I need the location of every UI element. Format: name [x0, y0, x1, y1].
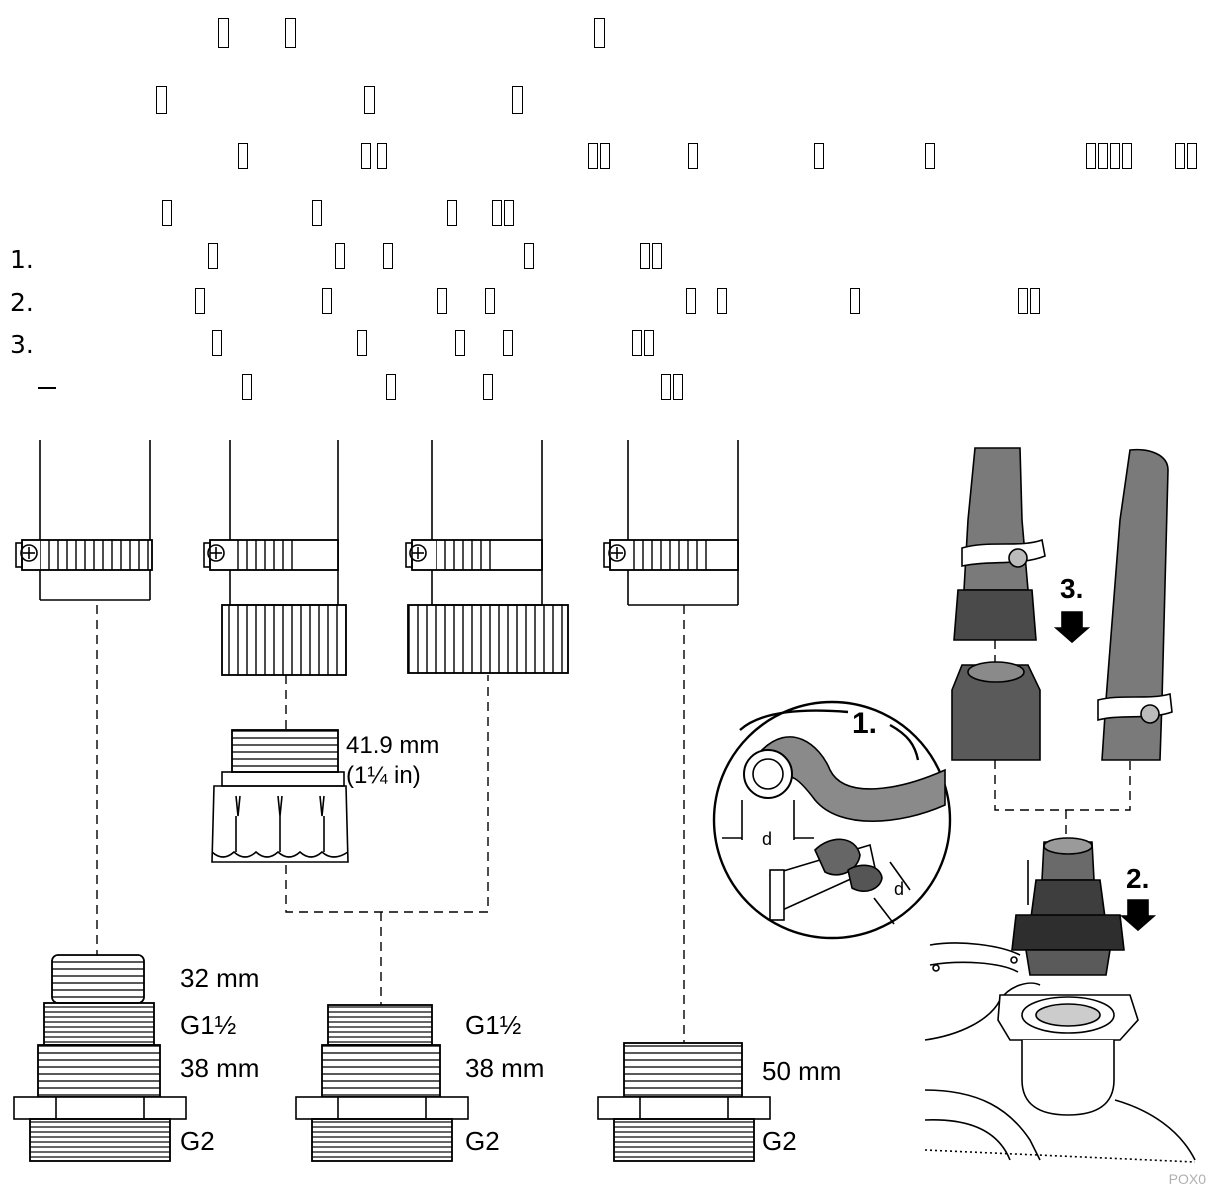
callout-leader-line: [739, 709, 849, 731]
glyph-box: [600, 143, 610, 169]
assembly-callout-2: 2.: [1126, 863, 1149, 894]
fitting-1-label-4: G2: [180, 1126, 215, 1156]
glyph-box: [312, 200, 322, 226]
glyph-box: [238, 143, 248, 169]
fitting-2-label-3: G2: [465, 1126, 500, 1156]
hose-3: [405, 440, 569, 674]
glyph-box: [483, 374, 493, 400]
fitting-3-label-2: G2: [762, 1126, 797, 1156]
glyph-box: [208, 243, 218, 269]
dimension-d: d: [894, 879, 904, 899]
glyph-box: [437, 288, 447, 314]
step-number: 2.: [10, 288, 34, 317]
glyph-box: [377, 143, 387, 169]
note-dash: [38, 387, 56, 389]
glyph-box: [673, 374, 683, 400]
glyph-box: [361, 143, 371, 169]
fitting-1: [13, 954, 187, 1162]
glyph-box: [1086, 143, 1096, 169]
glyph-box: [524, 243, 534, 269]
fitting-3-label-1: 50 mm: [762, 1056, 841, 1086]
glyph-box: [632, 330, 642, 356]
glyph-box: [1030, 288, 1040, 314]
glyph-box: [1110, 143, 1120, 169]
glyph-box: [504, 200, 514, 226]
hose-1: [15, 440, 153, 601]
glyph-box: [1175, 143, 1185, 169]
dimension-d: d: [762, 829, 772, 849]
glyph-box: [357, 330, 367, 356]
glyph-box: [447, 200, 457, 226]
glyph-box: [455, 330, 465, 356]
fitting-1-label-1: 32 mm: [180, 963, 259, 993]
fitting-1-label-2: G1½: [180, 1010, 236, 1040]
glyph-box: [383, 243, 393, 269]
glyph-box: [212, 330, 222, 356]
callout-leader-line: [889, 723, 920, 761]
glyph-box: [652, 243, 662, 269]
assembly-view: [924, 447, 1196, 1163]
cutting-detail: [712, 700, 952, 940]
glyph-box: [218, 18, 229, 48]
glyph-box: [1187, 143, 1197, 169]
adapter-size-mm: 41.9 mm: [346, 732, 439, 759]
hose-2: [203, 440, 347, 676]
glyph-box: [1098, 143, 1108, 169]
step-number: 3.: [10, 330, 34, 359]
glyph-box: [335, 243, 345, 269]
adapter-size-in: (1¼ in): [346, 762, 421, 789]
detail-callout: 1.: [852, 707, 877, 740]
glyph-box: [485, 288, 495, 314]
glyph-box: [688, 143, 698, 169]
hose-4: [603, 440, 739, 606]
glyph-box: [156, 86, 167, 114]
glyph-box: [162, 200, 172, 226]
glyph-box: [1018, 288, 1028, 314]
glyph-box: [686, 288, 696, 314]
glyph-box: [322, 288, 332, 314]
glyph-box: [386, 374, 396, 400]
glyph-box: [588, 143, 598, 169]
fitting-2: [295, 1004, 469, 1162]
connector-lines: [96, 605, 1131, 1043]
glyph-box: [717, 288, 727, 314]
glyph-box: [814, 143, 824, 169]
fitting-2-label-2: 38 mm: [465, 1053, 544, 1083]
glyph-box: [492, 200, 502, 226]
assembly-callout-3: 3.: [1060, 573, 1083, 604]
glyph-box: [661, 374, 671, 400]
glyph-box: [512, 86, 523, 114]
glyph-box: [503, 330, 513, 356]
adapter-fitting: [211, 729, 349, 863]
glyph-box: [644, 330, 654, 356]
step-number: 1.: [10, 245, 34, 274]
glyph-box: [594, 18, 605, 48]
glyph-box: [850, 288, 860, 314]
glyph-box: [285, 18, 296, 48]
glyph-box: [242, 374, 252, 400]
figure-code: POX0: [1168, 1171, 1206, 1187]
glyph-box: [195, 288, 205, 314]
fitting-2-label-1: G1½: [465, 1010, 521, 1040]
fitting-1-label-3: 38 mm: [180, 1053, 259, 1083]
glyph-box: [1122, 143, 1132, 169]
glyph-box: [364, 86, 375, 114]
fitting-3: [597, 1042, 771, 1162]
glyph-box: [640, 243, 650, 269]
glyph-box: [925, 143, 935, 169]
